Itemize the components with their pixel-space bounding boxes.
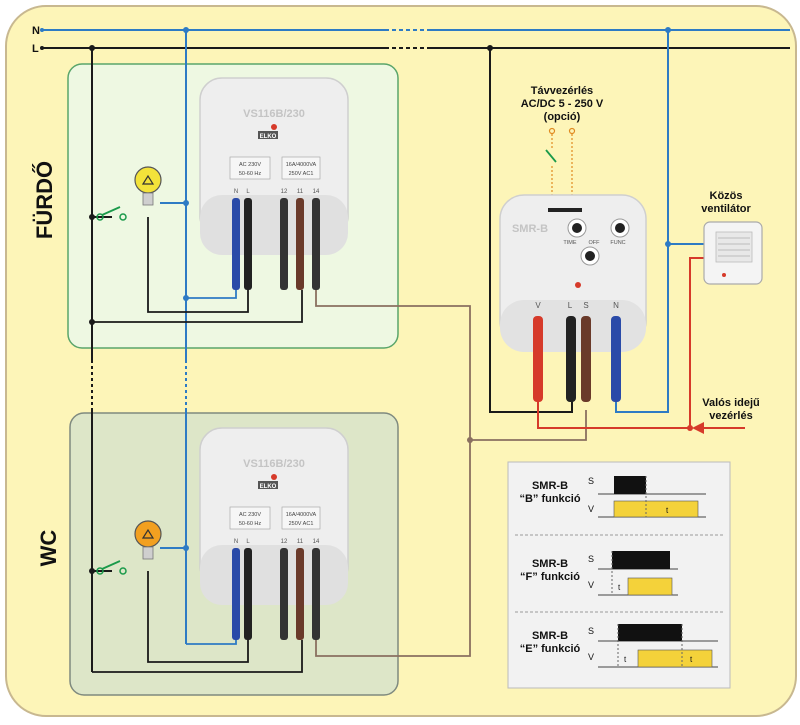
relay-spec-right-2: 250V AC1: [289, 521, 314, 527]
smr-terminal-n: N: [613, 301, 619, 310]
relay-brand: ELKO: [260, 484, 277, 490]
relay-model: VS116B/230: [243, 458, 305, 470]
room-label-wc: WC: [36, 530, 61, 567]
realtime-label-line2: vezérlés: [709, 410, 752, 422]
relay-terminal-n: N: [234, 189, 238, 195]
legend-f-t: t: [618, 583, 621, 592]
fan-icon: Közös ventilátor: [701, 190, 763, 285]
relay-spec-left-1: AC 230V: [239, 162, 261, 168]
remote-control: Távvezérlés AC/DC 5 - 250 V (opció): [521, 85, 604, 210]
room-label-bathroom: FÜRDŐ: [32, 161, 57, 239]
relay-terminal-14: 14: [313, 189, 320, 195]
legend-b-title2: “B” funkció: [519, 493, 580, 505]
legend-b-t: t: [666, 506, 669, 515]
relay-spec-left-1: AC 230V: [239, 512, 261, 518]
relay-model: VS116B/230: [243, 108, 305, 120]
legend-e-title1: SMR-B: [532, 630, 568, 642]
legend-e-t2: t: [690, 655, 693, 664]
legend-b-title1: SMR-B: [532, 480, 568, 492]
legend-e-t1: t: [624, 655, 627, 664]
relay-terminal-11: 11: [297, 539, 304, 545]
relay-spec-left-2: 50-60 Hz: [239, 171, 262, 177]
relay-spec-right-1: 16A/4000VA: [286, 512, 317, 518]
legend-f-v: V: [588, 580, 594, 590]
realtime-label-line1: Valós idejű: [702, 397, 760, 409]
smr-name: SMR-B: [512, 223, 548, 235]
relay-spec-right-1: 16A/4000VA: [286, 162, 317, 168]
smr-terminal-v: V: [535, 301, 541, 310]
smr-terminal-s: S: [583, 301, 588, 310]
distribution-wires: [89, 27, 745, 673]
wc-lamp-icon: [134, 520, 162, 560]
relay-terminal-11: 11: [297, 189, 304, 195]
wc-switch: [96, 560, 127, 575]
bus-label-l: L: [32, 43, 39, 55]
relay-terminal-14: 14: [313, 539, 320, 545]
legend-b-s: S: [588, 476, 594, 486]
relay-terminal-n: N: [234, 539, 238, 545]
legend-f-title2: “F” funkció: [520, 571, 580, 583]
bus-lines: N L: [32, 25, 790, 55]
relay-wc: VS116B/230 ELKO AC 230V 50-60 Hz 16A/400…: [199, 427, 349, 640]
relay-bathroom: VS116B/230 ELKO AC 230V 50-60 Hz 16A/400…: [199, 77, 349, 290]
smr-b-device: SMR-B TIME OFF FUNC V L S N: [499, 194, 647, 402]
relay-spec-right-2: 250V AC1: [289, 171, 314, 177]
remote-label-line2: AC/DC 5 - 250 V: [521, 98, 604, 110]
relay-brand: ELKO: [260, 134, 277, 140]
smr-knob-label-time: TIME: [563, 240, 576, 246]
relay-terminal-12: 12: [281, 539, 288, 545]
bus-label-n: N: [32, 25, 40, 37]
legend-f-s: S: [588, 554, 594, 564]
remote-label-line3: (opció): [544, 111, 581, 123]
legend-e-s: S: [588, 626, 594, 636]
relay-terminal-l: L: [246, 189, 250, 195]
remote-label-line1: Távvezérlés: [531, 85, 593, 97]
fan-label-line2: ventilátor: [701, 203, 751, 215]
relay-spec-left-2: 50-60 Hz: [239, 521, 262, 527]
legend-b-v: V: [588, 504, 594, 514]
legend-panel: SMR-B “B” funkció S V t SMR-B “F” funkci…: [507, 461, 731, 689]
relay-terminal-l: L: [246, 539, 250, 545]
relay-terminal-12: 12: [281, 189, 288, 195]
smr-knob-label-func: FUNC: [610, 240, 625, 246]
legend-f-title1: SMR-B: [532, 558, 568, 570]
bathroom-lamp-icon: [134, 166, 162, 206]
smr-terminal-l: L: [568, 301, 573, 310]
legend-e-title2: “E” funkció: [520, 643, 581, 655]
smr-knob-label-off: OFF: [589, 240, 601, 246]
bathroom-switch: [96, 206, 127, 221]
fan-label-line1: Közös: [710, 190, 743, 202]
legend-e-v: V: [588, 652, 594, 662]
